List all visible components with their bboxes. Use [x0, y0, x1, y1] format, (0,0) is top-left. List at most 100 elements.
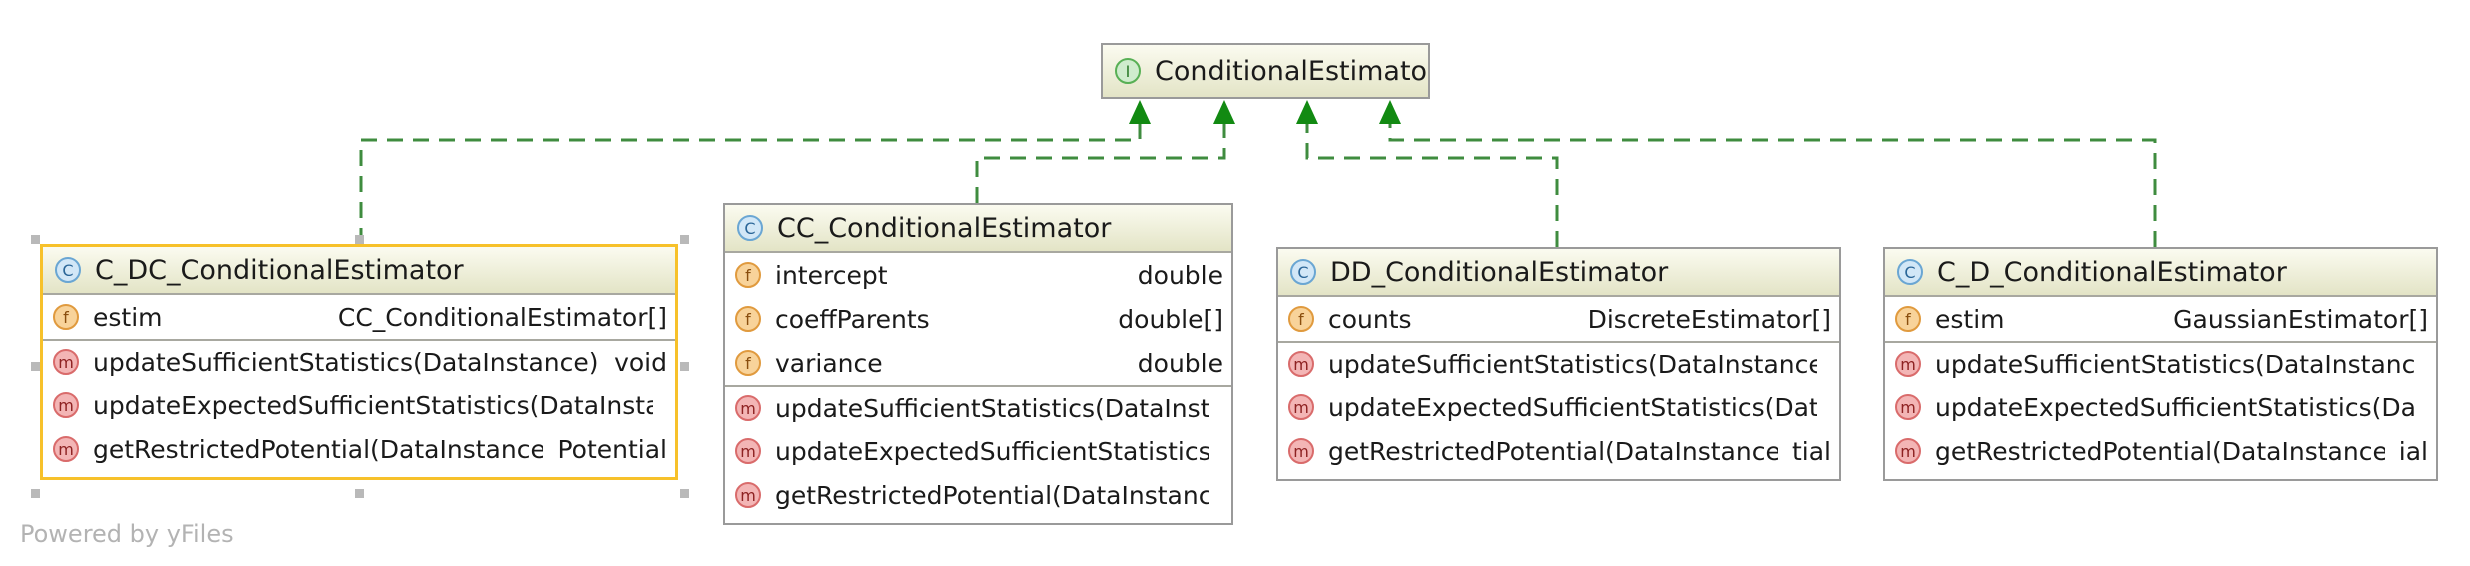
field-name: intercept [775, 260, 888, 290]
field-type: CC_ConditionalEstimator[] [337, 302, 667, 332]
arrowhead-3 [1296, 100, 1318, 124]
resize-handle[interactable] [355, 489, 364, 498]
method-name: updateSufficientStatistics(DataInstar [775, 393, 1209, 423]
method-row: m getRestrictedPotential(DataInstance) i… [1885, 429, 2436, 473]
class-header: C C_D_ConditionalEstimator [1885, 249, 2436, 297]
field-badge-icon: f [735, 262, 761, 288]
resize-handle[interactable] [680, 489, 689, 498]
resize-handle[interactable] [31, 235, 40, 244]
field-name: estim [1935, 304, 2005, 334]
arrowhead-2 [1213, 100, 1235, 124]
class-node[interactable]: C DD_ConditionalEstimator f counts Discr… [1276, 247, 1841, 481]
field-name: variance [775, 348, 883, 378]
method-badge-icon: m [1288, 351, 1314, 377]
class-name: C_DC_ConditionalEstimator [95, 254, 464, 286]
arrowhead-4 [1379, 100, 1401, 124]
field-type: GaussianEstimator[] [2173, 304, 2428, 334]
edge-dd-to-interface [1305, 115, 1559, 247]
method-name: getRestrictedPotential(DataInstance) [775, 480, 1209, 510]
method-name: updateSufficientStatistics(DataInstance) [1935, 349, 2414, 379]
field-badge-icon: f [1288, 306, 1314, 332]
class-badge-icon: C [1290, 259, 1316, 285]
method-row: m updateSufficientStatistics(DataInstanc… [1885, 341, 2436, 385]
method-name: updateSufficientStatistics(DataInstance) [93, 347, 599, 377]
method-name: updateExpectedSufficientStatistics(Data [1935, 392, 2414, 422]
method-name: updateExpectedSufficientStatistics(DataI… [93, 390, 653, 420]
interface-conditional-estimator[interactable]: I ConditionalEstimator [1101, 43, 1430, 99]
field-row: f estim GaussianEstimator[] [1885, 297, 2436, 341]
class-badge-icon: C [1897, 259, 1923, 285]
method-row: m updateExpectedSufficientStatistics(D [725, 429, 1231, 473]
method-return-type: tial [1791, 436, 1831, 466]
method-name: updateExpectedSufficientStatistics(D [775, 436, 1209, 466]
field-badge-icon: f [1895, 306, 1921, 332]
class-header: C DD_ConditionalEstimator [1278, 249, 1839, 297]
method-badge-icon: m [1895, 394, 1921, 420]
method-badge-icon: m [53, 349, 79, 375]
resize-handle[interactable] [680, 362, 689, 371]
field-badge-icon: f [735, 350, 761, 376]
inheritance-arrowheads [1129, 100, 1401, 124]
class-name: DD_ConditionalEstimator [1330, 256, 1669, 288]
method-row: m getRestrictedPotential(DataInstance) t… [1278, 429, 1839, 473]
field-name: estim [93, 302, 163, 332]
field-row: f estim CC_ConditionalEstimator[] [43, 295, 675, 339]
resize-handle[interactable] [680, 235, 689, 244]
field-badge-icon: f [53, 304, 79, 330]
method-badge-icon: m [1895, 351, 1921, 377]
class-badge-icon: C [55, 257, 81, 283]
edge-c-dc-to-interface [359, 115, 1142, 244]
class-name: C_D_ConditionalEstimator [1937, 256, 2287, 288]
field-type: DiscreteEstimator[] [1587, 304, 1831, 334]
method-badge-icon: m [53, 436, 79, 462]
method-badge-icon: m [1288, 438, 1314, 464]
method-name: updateSufficientStatistics(DataInstance) [1328, 349, 1817, 379]
resize-handle[interactable] [31, 362, 40, 371]
method-row: m updateExpectedSufficientStatistics(Dat… [1885, 385, 2436, 429]
field-name: counts [1328, 304, 1412, 334]
method-row: m updateExpectedSufficientStatistics(Dat… [43, 383, 675, 427]
method-name: updateExpectedSufficientStatistics(DataI [1328, 392, 1817, 422]
method-name: getRestrictedPotential(DataInstance) [1935, 436, 2385, 466]
class-node[interactable]: C CC_ConditionalEstimator f intercept do… [723, 203, 1233, 525]
class-name: CC_ConditionalEstimator [777, 212, 1112, 244]
method-name: getRestrictedPotential(DataInstance) [1328, 436, 1778, 466]
class-header: C C_DC_ConditionalEstimator [43, 247, 675, 295]
resize-handle[interactable] [31, 489, 40, 498]
edge-cc-to-interface [975, 115, 1226, 203]
method-badge-icon: m [1288, 394, 1314, 420]
method-row: m updateSufficientStatistics(DataInstar [725, 385, 1231, 429]
resize-handle[interactable] [355, 235, 364, 244]
field-name: coeffParents [775, 304, 930, 334]
method-badge-icon: m [735, 482, 761, 508]
edge-c-d-to-interface [1388, 115, 2157, 247]
method-row: m updateSufficientStatistics(DataInstanc… [1278, 341, 1839, 385]
field-row: f counts DiscreteEstimator[] [1278, 297, 1839, 341]
method-badge-icon: m [735, 438, 761, 464]
class-node[interactable]: C C_DC_ConditionalEstimator f estim CC_C… [40, 244, 678, 480]
interface-badge-icon: I [1115, 58, 1141, 84]
method-return-type: ial [2398, 436, 2428, 466]
field-row: f variance double [725, 341, 1231, 385]
field-type: double [1137, 348, 1223, 378]
method-return-type: Potential [557, 434, 667, 464]
method-row: m updateSufficientStatistics(DataInstanc… [43, 339, 675, 383]
method-name: getRestrictedPotential(DataInstance) [93, 434, 544, 464]
powered-by-footer: Powered by yFiles [20, 520, 234, 548]
class-header: C CC_ConditionalEstimator [725, 205, 1231, 253]
field-badge-icon: f [735, 306, 761, 332]
field-row: f intercept double [725, 253, 1231, 297]
arrowhead-1 [1129, 100, 1151, 124]
field-row: f coeffParents double[] [725, 297, 1231, 341]
method-badge-icon: m [1895, 438, 1921, 464]
interface-header: I ConditionalEstimator [1103, 45, 1428, 97]
method-badge-icon: m [53, 392, 79, 418]
field-type: double[] [1118, 304, 1223, 334]
inheritance-edges [359, 115, 2157, 247]
interface-name: ConditionalEstimator [1155, 55, 1428, 87]
method-row: m updateExpectedSufficientStatistics(Dat… [1278, 385, 1839, 429]
method-row: m getRestrictedPotential(DataInstance) P… [43, 427, 675, 471]
class-node[interactable]: C C_D_ConditionalEstimator f estim Gauss… [1883, 247, 2438, 481]
class-badge-icon: C [737, 215, 763, 241]
